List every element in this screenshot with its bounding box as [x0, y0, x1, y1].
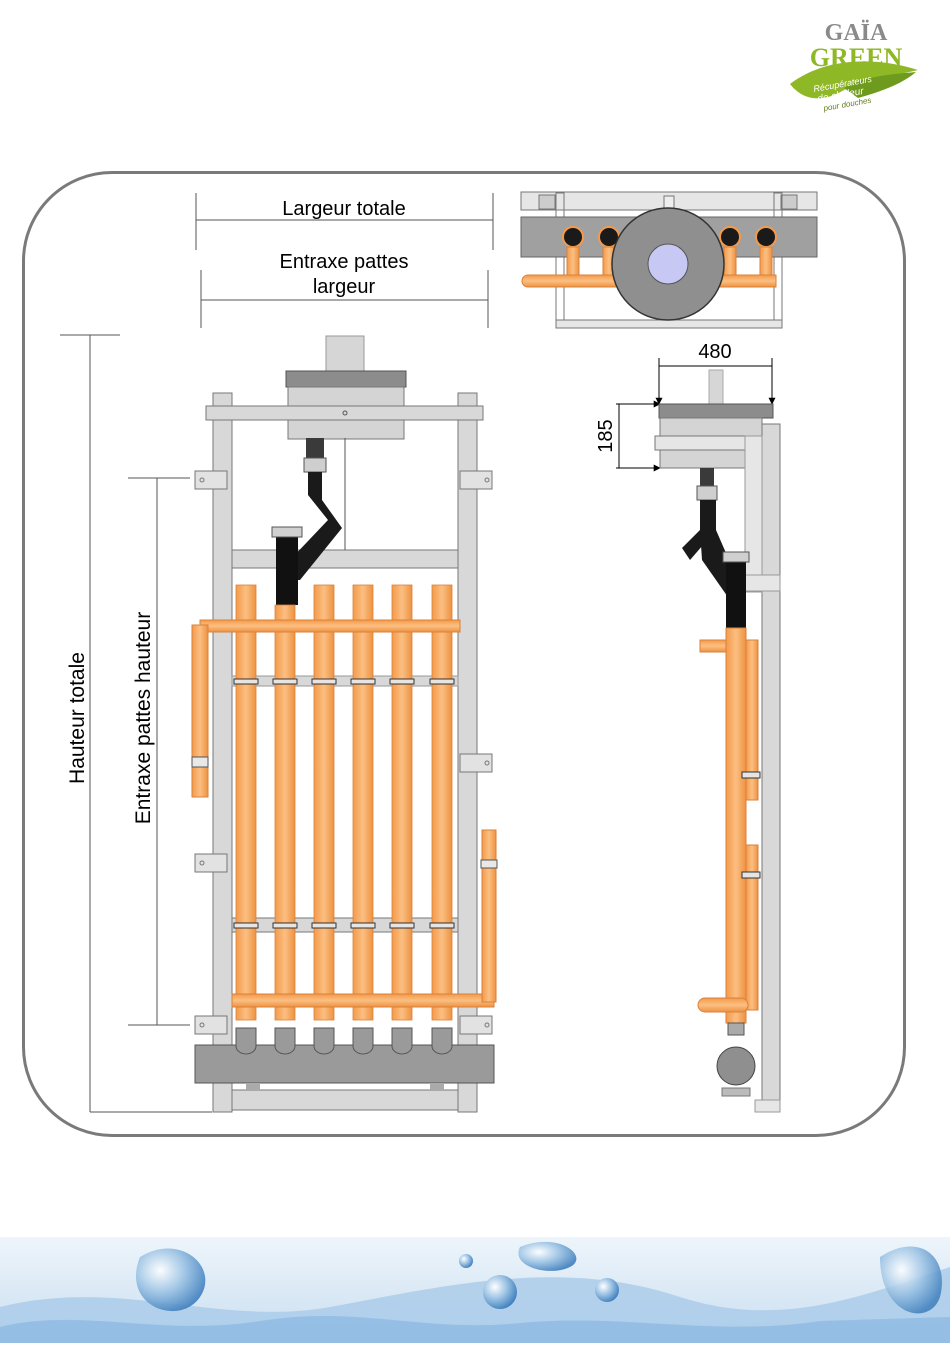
front-crossbar-upper: [232, 550, 458, 568]
copper-tubes: [236, 585, 452, 1020]
top-drain-hole: [648, 244, 688, 284]
label-entraxe-largeur-2: largeur: [313, 276, 376, 298]
water-drop-icon: [459, 1254, 473, 1268]
tube-clamps: [234, 679, 454, 928]
label-entraxe-hauteur: Entraxe pattes hauteur: [132, 612, 155, 824]
label-largeur-totale: Largeur totale: [282, 198, 405, 220]
label-hauteur-totale: Hauteur totale: [66, 652, 89, 784]
front-bottom-crossbar: [232, 1090, 458, 1110]
technical-drawing: Largeur totale Entraxe pattes largeur Ha…: [0, 0, 950, 1237]
right-supply-pipe: [482, 830, 496, 1002]
front-crossbar-lower: [232, 918, 458, 932]
label-dim-480: 480: [698, 341, 731, 363]
side-wall-post: [762, 424, 780, 1112]
side-tray-top: [659, 404, 773, 418]
side-view: 480 185: [595, 341, 780, 1112]
front-black-drain: [272, 438, 342, 605]
left-return-pipe: [192, 625, 208, 797]
label-entraxe-largeur-1: Entraxe pattes: [280, 251, 409, 273]
top-right-manifold: [720, 275, 776, 287]
front-drain-inlet: [326, 336, 364, 372]
front-top-crossbar: [206, 406, 483, 420]
top-view: [521, 192, 817, 328]
top-left-manifold: [522, 275, 622, 287]
label-dim-185: 185: [595, 419, 617, 452]
lower-manifold: [232, 994, 494, 1007]
side-bottom-collector: [717, 1047, 755, 1085]
upper-manifold: [200, 620, 460, 632]
front-left-post: [213, 393, 232, 1112]
front-view: [192, 336, 497, 1112]
side-main-tube: [726, 628, 746, 1023]
water-splash-footer: [0, 1237, 950, 1343]
front-tray-top: [286, 371, 406, 387]
